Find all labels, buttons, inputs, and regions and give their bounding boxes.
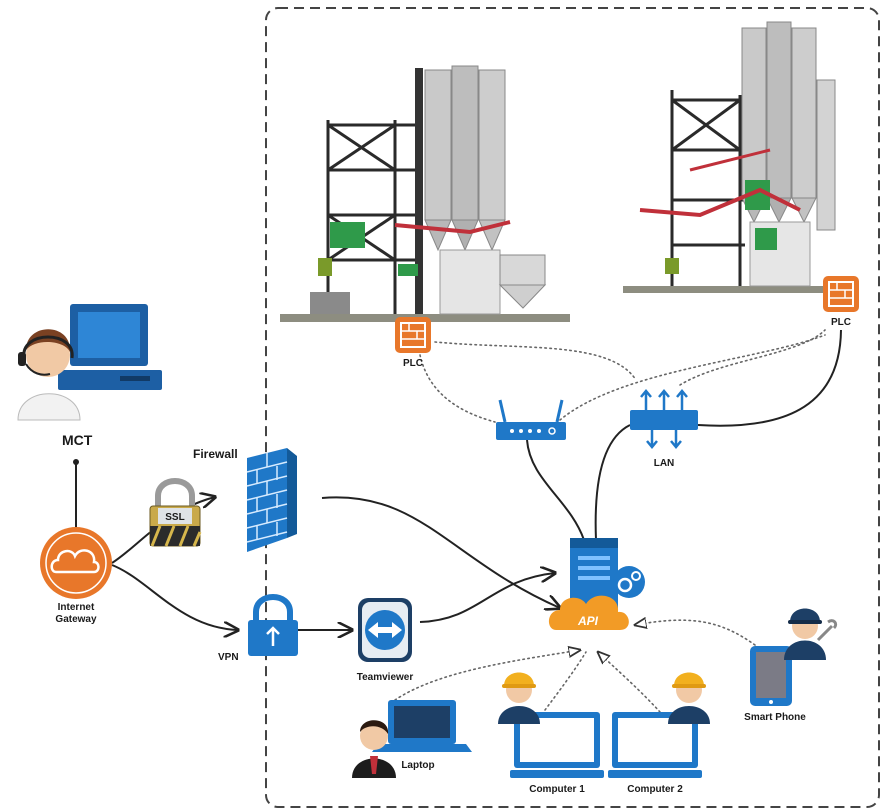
link-plc-left-lan xyxy=(434,341,637,381)
technician-icon xyxy=(784,608,838,660)
api-cloud-icon xyxy=(548,595,629,630)
label-computer-1: Computer 1 xyxy=(529,784,585,795)
label-internet-gateway-1: Internet xyxy=(58,602,95,613)
link-router-server xyxy=(526,439,585,541)
plc-icon xyxy=(395,317,431,353)
cloud-gateway-icon xyxy=(40,527,112,599)
plant-boundary xyxy=(265,7,880,808)
link-computer1-api xyxy=(544,651,587,711)
desktop-monitor-icon xyxy=(58,304,162,390)
firewall-brick-icon xyxy=(246,448,297,552)
link-computer2-api xyxy=(598,652,661,713)
link-phone-api xyxy=(635,620,756,646)
operator-headset-icon xyxy=(17,329,81,421)
silo-plant-right xyxy=(623,21,858,293)
link-lan-plc-right-dot xyxy=(679,329,826,386)
label-mct: MCT xyxy=(62,432,93,448)
label-smart-phone: Smart Phone xyxy=(744,712,806,723)
label-plc-right: PLC xyxy=(831,317,851,328)
link-router-plc-right xyxy=(559,334,826,421)
label-api: API xyxy=(577,614,599,628)
link-plc-left-router xyxy=(419,354,496,423)
link-teamviewer-api xyxy=(419,573,555,623)
ssl-padlock-icon xyxy=(149,478,202,547)
lan-switch-icon xyxy=(630,389,698,449)
manager-icon xyxy=(352,720,396,778)
computer-icon xyxy=(510,712,604,778)
teamviewer-icon xyxy=(358,598,412,662)
label-laptop: Laptop xyxy=(401,760,434,771)
plc-icon xyxy=(823,276,859,312)
label-internet-gateway-2: Gateway xyxy=(55,614,97,625)
label-firewall: Firewall xyxy=(193,447,238,461)
wifi-router-icon xyxy=(496,399,566,440)
label-ssl: SSL xyxy=(165,512,184,523)
computer-icon xyxy=(608,712,702,778)
label-computer-2: Computer 2 xyxy=(627,784,683,795)
link-firewall-api xyxy=(321,496,560,608)
laptop-icon xyxy=(372,700,472,752)
worker-icon xyxy=(668,672,710,724)
mct-station xyxy=(17,304,162,421)
label-teamviewer: Teamviewer xyxy=(357,672,414,683)
label-plc-left: PLC xyxy=(403,358,423,369)
link-lan-server xyxy=(594,424,631,541)
silo-plant-left xyxy=(280,65,570,322)
smartphone-icon xyxy=(750,646,792,706)
label-vpn: VPN xyxy=(218,652,239,663)
label-lan: LAN xyxy=(654,458,675,469)
link-gateway-vpn xyxy=(111,564,238,630)
vpn-padlock-icon xyxy=(248,594,298,656)
worker-icon xyxy=(498,672,540,724)
link-lan-plc-right xyxy=(697,329,842,427)
link-laptop-api xyxy=(394,650,580,701)
